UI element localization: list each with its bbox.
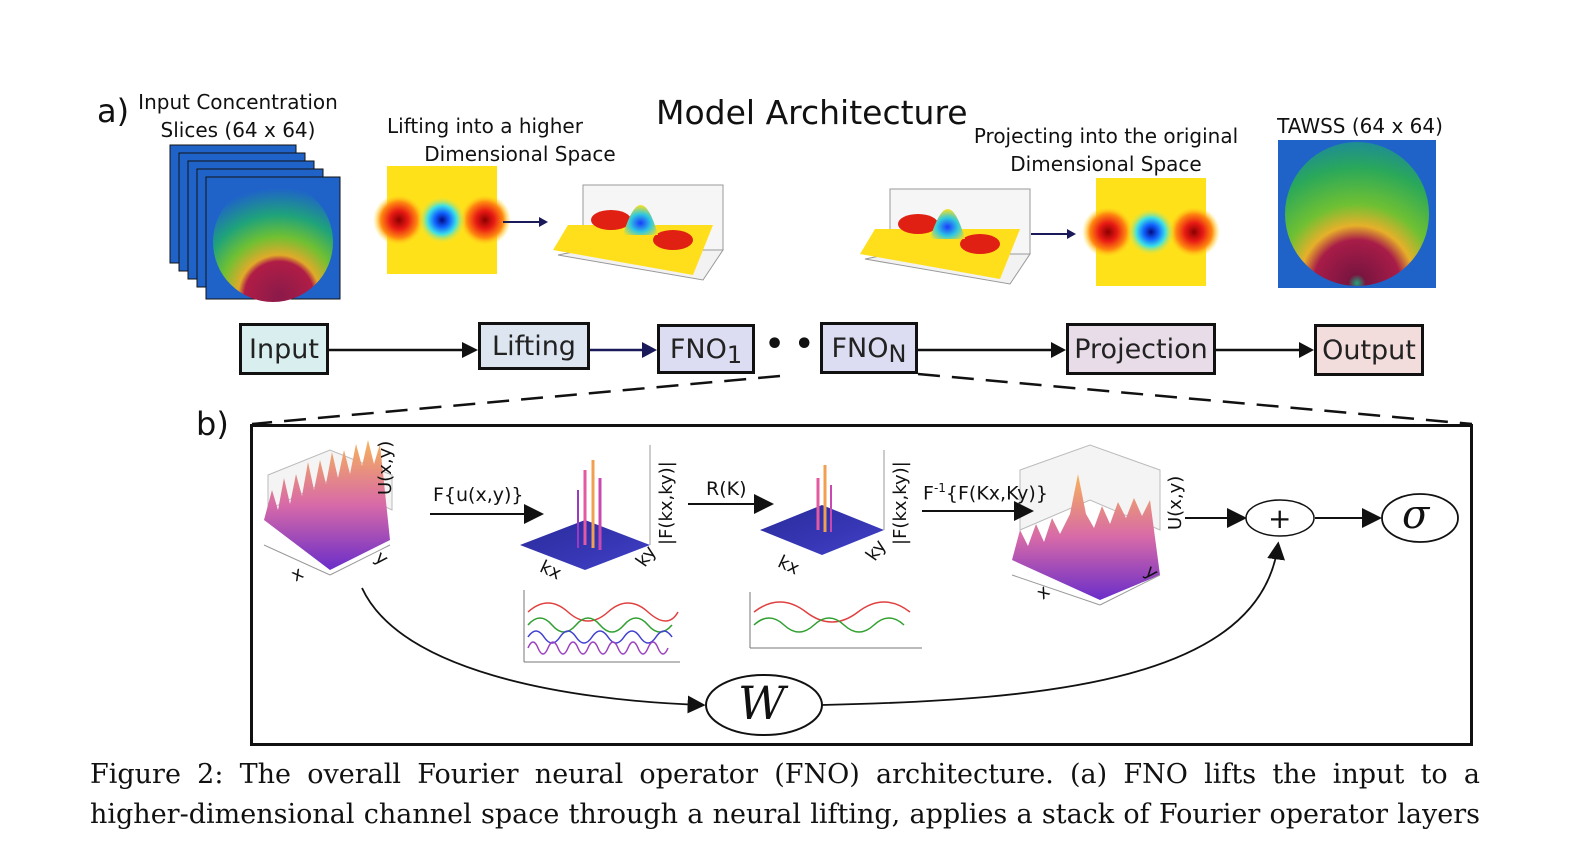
figure-caption: Figure 2: The overall Fourier neural ope… [90,759,1480,830]
input-field-surface [263,440,393,576]
fourier-spectrum-1 [520,445,651,570]
wave-plot-1 [523,590,680,663]
weight-node [705,674,823,736]
projecting-surface-3d [860,188,1031,285]
output-tawss-image [1278,140,1436,288]
spectrum-axis-label-2: |F(kx,ky)| [890,461,911,545]
projection-block: Projection [1066,323,1216,375]
ellipsis-dots: • • [765,327,814,362]
inverse-fourier-label: F-1{F(Kx,Ky)} [923,481,1048,505]
u-axis-label-2: U(x,y) [1165,475,1186,530]
input-block: Input [239,323,329,375]
panel-a-label: a) [97,92,130,130]
fourier-transform-label: F{u(x,y)} [433,484,524,506]
output-block: Output [1314,324,1424,376]
block-connectors [251,342,1473,426]
lifting-heatmap-2d [373,166,511,274]
input-caption: Input Concentration Slices (64 x 64) [138,90,338,142]
weight-symbol: W [738,676,786,730]
figure-title: Model Architecture [656,93,968,132]
projecting-arrow [1031,229,1076,239]
sum-node [1245,499,1315,537]
spectrum-axis-label-1: |F(kx,ky)| [656,461,677,545]
input-slices-image [169,144,341,302]
lifting-surface-3d [553,184,724,281]
lifting-arrow [503,217,548,227]
sum-symbol: + [1268,502,1292,535]
activation-node [1381,493,1459,543]
sigma-symbol: σ [1402,492,1430,538]
lifting-block: Lifting [478,322,590,370]
r-operator-label: R(K) [706,478,747,500]
output-caption: TAWSS (64 x 64) [1277,114,1443,138]
output-field-surface [1011,444,1161,606]
fourier-layer-panel [250,424,1473,746]
panel-b-label: b) [196,405,229,443]
projecting-heatmap-2d [1082,178,1220,286]
projecting-caption: Projecting into the original Dimensional… [973,124,1239,176]
u-axis-label-1: U(x,y) [375,440,396,495]
fourier-layer-diagram [263,440,1459,736]
wave-plot-2 [749,592,922,649]
fourier-spectrum-2 [760,450,885,555]
lifting-caption: Lifting into a higher Dimensional Space [387,114,616,166]
